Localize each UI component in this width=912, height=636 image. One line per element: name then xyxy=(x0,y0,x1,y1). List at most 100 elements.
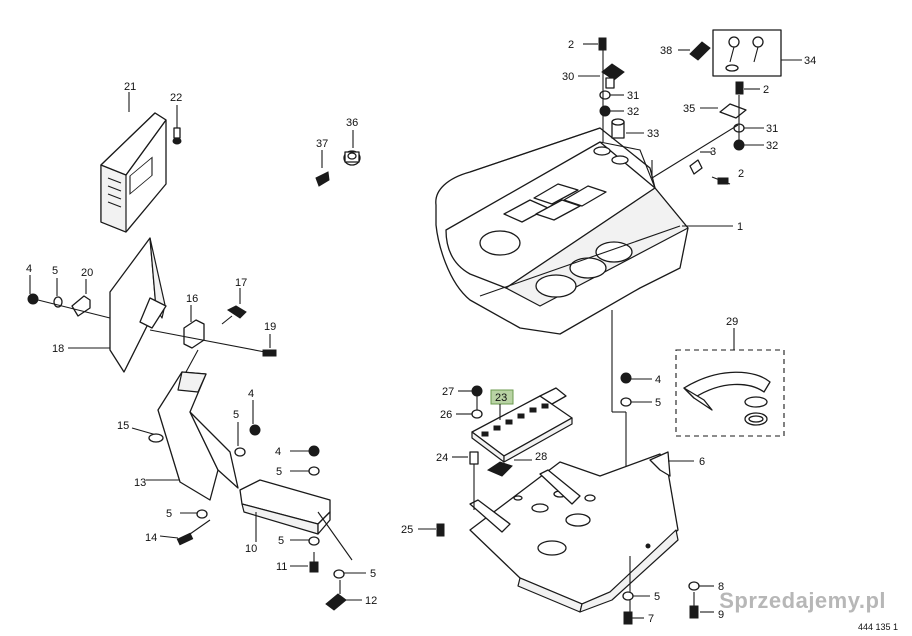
callout-11: 11 xyxy=(276,561,287,573)
watermark: Sprzedajemy.pl xyxy=(719,588,886,614)
part-27-nut xyxy=(458,385,483,397)
callout-13: 13 xyxy=(134,477,146,489)
part-34-key-set xyxy=(712,29,782,77)
part-36-clip xyxy=(343,130,361,166)
callout-24: 24 xyxy=(436,452,448,464)
part-1-console-cover xyxy=(435,127,689,335)
part-3-clip xyxy=(689,151,712,175)
callout-35: 35 xyxy=(683,103,695,115)
part-37-screw xyxy=(315,150,330,187)
part-31-washer-top xyxy=(599,90,624,100)
callout-5a: 5 xyxy=(52,265,58,277)
part-5-washer-lower xyxy=(290,536,320,546)
part-8-washer xyxy=(688,581,714,591)
part-18-bracket xyxy=(109,237,167,373)
callout-30: 30 xyxy=(562,71,574,83)
callout-4d: 4 xyxy=(655,374,661,386)
part-38-key xyxy=(678,41,711,61)
part-11-screw xyxy=(290,552,319,573)
part-19-screw xyxy=(262,334,277,357)
callout-23: 23 xyxy=(495,392,507,404)
callout-25: 25 xyxy=(401,524,413,536)
callout-4c: 4 xyxy=(275,446,281,458)
callout-5-bottom: 5 xyxy=(654,591,660,603)
callout-6: 6 xyxy=(699,456,705,468)
part-30-latch xyxy=(578,63,625,89)
callout-21: 21 xyxy=(124,81,136,93)
part-2-screw-top xyxy=(583,37,607,51)
part-5-washer-left xyxy=(53,278,63,308)
callout-2c: 2 xyxy=(738,168,744,180)
part-17-wing-screw xyxy=(221,288,247,325)
part-5-washer-bottom xyxy=(333,569,366,579)
part-16-block xyxy=(183,305,205,349)
callout-28: 28 xyxy=(535,451,547,463)
part-22-screw xyxy=(172,105,182,145)
callout-33: 33 xyxy=(647,128,659,140)
part-10-lever xyxy=(239,479,353,561)
callout-1: 1 xyxy=(737,221,743,233)
callout-8: 8 xyxy=(718,581,724,593)
callout-34: 34 xyxy=(804,55,816,67)
watermark-text: Sprzedajemy.pl xyxy=(719,588,886,613)
part-4-nut-lever xyxy=(290,445,320,457)
callout-15: 15 xyxy=(117,420,129,432)
callout-38: 38 xyxy=(660,45,672,57)
part-23-control-board xyxy=(471,387,573,463)
part-12-wing-knob xyxy=(325,580,362,611)
callout-9: 9 xyxy=(718,609,724,621)
part-29-detail-box xyxy=(675,349,785,437)
part-5-washer-base-top xyxy=(620,397,652,407)
callout-29: 29 xyxy=(726,316,738,328)
part-32-nut-top xyxy=(599,105,624,117)
part-23-highlight xyxy=(490,389,514,405)
part-4-nut-base xyxy=(620,372,652,384)
part-14-bolt xyxy=(159,519,211,546)
part-28-connector xyxy=(486,459,532,477)
part-20-bracket-clip xyxy=(71,279,91,317)
callout-31a: 31 xyxy=(627,90,639,102)
part-6-base-plate xyxy=(469,451,679,613)
callout-3: 3 xyxy=(710,146,716,158)
callout-5g: 5 xyxy=(655,397,661,409)
callout-7: 7 xyxy=(648,613,654,625)
callout-26: 26 xyxy=(440,409,452,421)
part-5-washer-lever-a xyxy=(290,466,320,476)
callout-5d: 5 xyxy=(166,508,172,520)
callout-4a: 4 xyxy=(26,263,32,275)
part-7-screw xyxy=(623,611,644,625)
callout-2a: 2 xyxy=(568,39,574,51)
part-2-screw-right xyxy=(735,81,760,95)
callout-17: 17 xyxy=(235,277,247,289)
callout-27: 27 xyxy=(442,386,454,398)
part-21-display-module xyxy=(100,112,167,233)
callout-5b: 5 xyxy=(233,409,239,421)
part-33-cap xyxy=(611,118,644,139)
callout-36: 36 xyxy=(346,117,358,129)
callout-12: 12 xyxy=(365,595,377,607)
part-24-spacer xyxy=(452,451,479,465)
callout-10: 10 xyxy=(245,543,257,555)
part-13-arm xyxy=(157,371,239,501)
callout-20: 20 xyxy=(81,267,93,279)
part-15-cap xyxy=(131,427,164,443)
callout-19: 19 xyxy=(264,321,276,333)
part-5-washer-base-bottom xyxy=(622,591,650,601)
callout-2b: 2 xyxy=(763,84,769,96)
part-5-washer-mid xyxy=(234,422,246,457)
part-4-nut-left xyxy=(27,275,39,305)
callout-5f: 5 xyxy=(370,568,376,580)
document-number: 444 135 1 xyxy=(857,622,898,632)
callout-5e: 5 xyxy=(278,535,284,547)
part-26-washer xyxy=(456,409,483,419)
callout-5c: 5 xyxy=(276,466,282,478)
part-5-washer-lever-b xyxy=(180,509,208,519)
callout-22: 22 xyxy=(170,92,182,104)
part-9-screw xyxy=(689,592,714,619)
callout-32a: 32 xyxy=(627,106,639,118)
part-25-bolt xyxy=(418,523,445,537)
callout-18: 18 xyxy=(52,343,64,355)
callout-4b: 4 xyxy=(248,388,254,400)
callout-31b: 31 xyxy=(766,123,778,135)
